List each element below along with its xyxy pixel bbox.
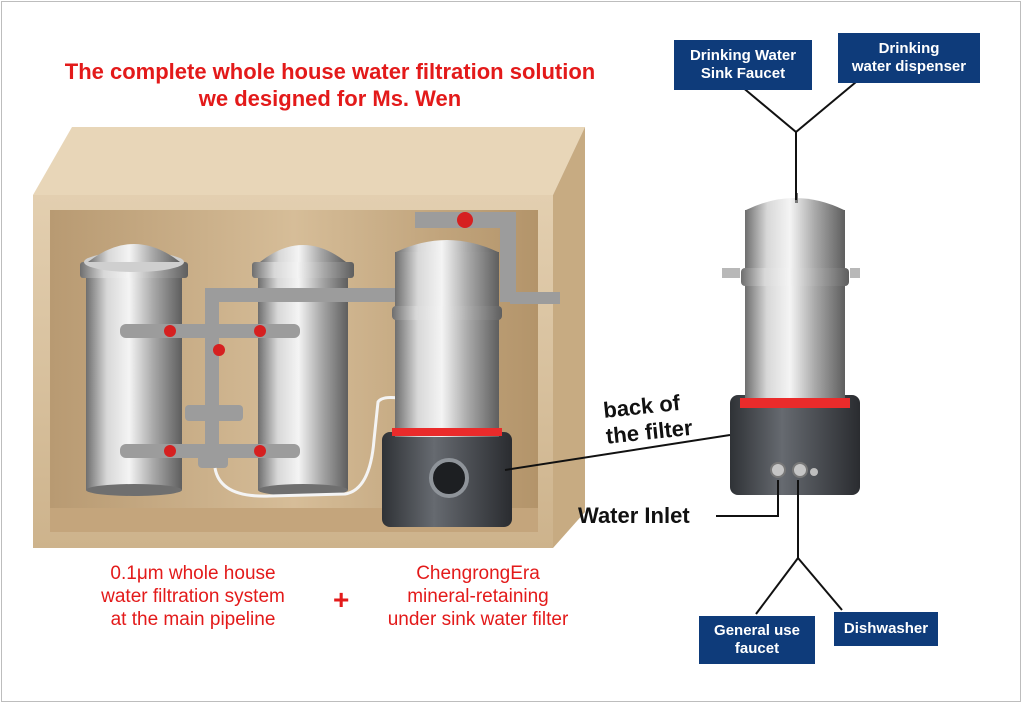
caption-left-line-3: at the main pipeline <box>58 608 328 631</box>
caption-left-line-1: 0.1μm whole house <box>58 562 328 585</box>
caption-whole-house-system: 0.1μm whole house water filtration syste… <box>58 562 328 631</box>
label-general-line-2: faucet <box>699 640 815 658</box>
caption-right-line-3: under sink water filter <box>364 608 592 631</box>
label-drinking-faucet-line-2: Sink Faucet <box>674 65 812 83</box>
whole-house-filter-middle <box>252 245 354 496</box>
caption-left-line-2: water filtration system <box>58 585 328 608</box>
label-dishwasher: Dishwasher <box>834 612 938 646</box>
water-inlet-callout: Water Inlet <box>578 503 690 529</box>
caption-right-line-2: mineral-retaining <box>364 585 592 608</box>
label-drinking-water-dispenser: Drinking water dispenser <box>838 33 980 83</box>
label-general-use-faucet: General use faucet <box>699 616 815 664</box>
label-general-line-1: General use <box>699 622 815 640</box>
caption-under-sink-filter: ChengrongEra mineral-retaining under sin… <box>364 562 592 631</box>
under-sink-filter-standalone <box>722 193 860 495</box>
label-dispenser-line-1: Drinking <box>838 40 980 58</box>
label-drinking-water-sink-faucet: Drinking Water Sink Faucet <box>674 40 812 90</box>
caption-right-line-1: ChengrongEra <box>364 562 592 585</box>
page-title: The complete whole house water filtratio… <box>0 58 660 112</box>
title-line-2: we designed for Ms. Wen <box>0 85 660 112</box>
whole-house-filter-left <box>80 244 188 496</box>
title-line-1: The complete whole house water filtratio… <box>0 58 660 85</box>
label-drinking-faucet-line-1: Drinking Water <box>674 47 812 65</box>
back-of-filter-callout: back of the filter <box>602 389 694 450</box>
label-dispenser-line-2: water dispenser <box>838 58 980 76</box>
plus-sign: + <box>333 584 349 616</box>
